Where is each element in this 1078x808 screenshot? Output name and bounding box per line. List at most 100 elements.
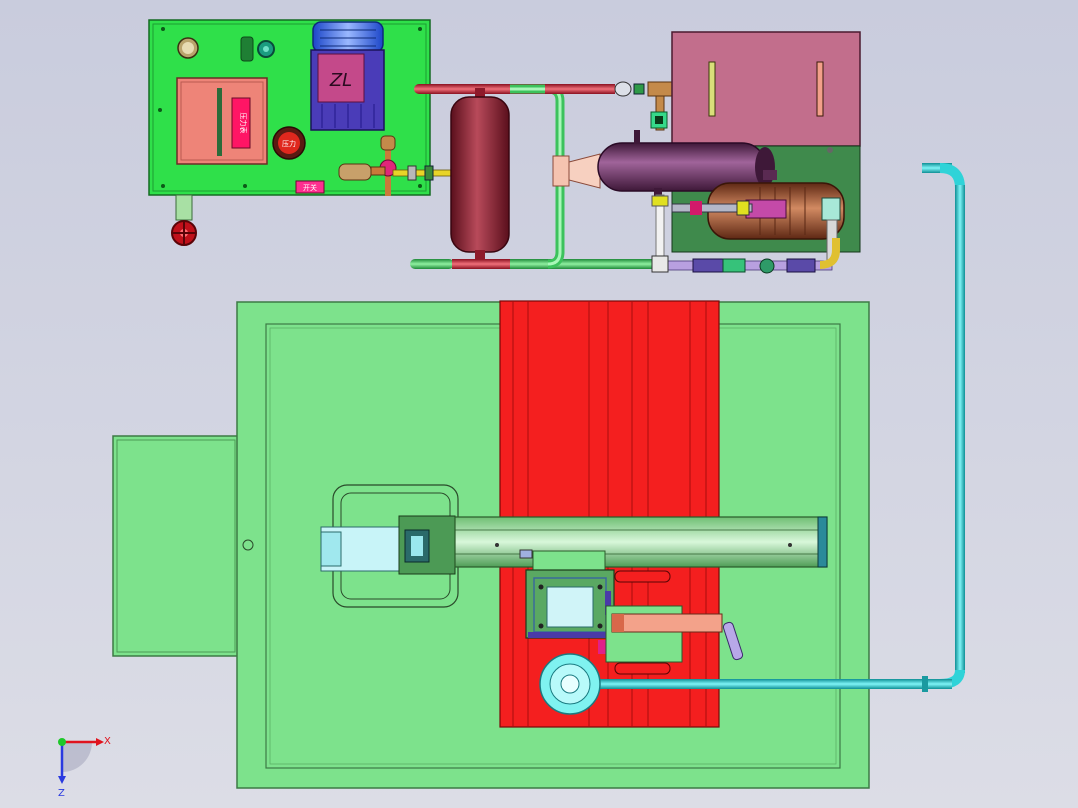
base-hole — [242, 539, 254, 551]
cooling-pipe[interactable] — [539, 163, 965, 715]
pipe-horizontal — [572, 679, 952, 689]
cooling-box-slot — [816, 61, 824, 117]
clamp-top-plate — [532, 550, 606, 572]
union-icon — [759, 258, 775, 274]
accumulator-port — [634, 130, 640, 144]
tank-bottom-pipe-red — [452, 259, 512, 269]
cooling-box-body — [671, 31, 861, 147]
meter-label: 压力表 — [239, 113, 248, 134]
drain-pipe — [175, 194, 193, 221]
panel-screw — [243, 184, 247, 188]
sensor-core — [655, 116, 663, 124]
reducer-cone — [568, 153, 601, 189]
pressure-dial-face — [278, 132, 300, 154]
rail-bolt — [495, 543, 499, 547]
return-line[interactable] — [651, 238, 840, 274]
panel-inner-border — [152, 23, 427, 192]
switch-tag — [295, 180, 325, 194]
rotary-joint-inner — [560, 674, 580, 694]
shaft-fitting — [736, 200, 750, 216]
pump-head — [821, 197, 841, 221]
pipe-elbow — [380, 135, 396, 151]
clamp-jaw — [605, 591, 611, 615]
accumulator-leg — [763, 170, 777, 180]
gauge-label: 压力 — [282, 139, 296, 148]
mold-plate[interactable] — [499, 300, 720, 728]
panel-screw — [161, 27, 165, 31]
ball-valve-icon[interactable] — [614, 81, 632, 97]
base-screw — [827, 147, 833, 153]
handle-bar[interactable] — [722, 621, 744, 661]
control-box-inner — [180, 81, 264, 161]
clamp-bolt — [597, 584, 603, 590]
hydraulic-unit[interactable]: 压力表 压力 ZL 开关 — [148, 19, 454, 196]
clamp-window — [546, 586, 594, 628]
triad-shadow — [62, 742, 92, 772]
panel-screw — [418, 184, 422, 188]
motor-terminal-box — [317, 53, 365, 103]
slot-bottom — [614, 662, 671, 675]
clamp-bolt — [538, 623, 544, 629]
cooling-box-slot — [708, 61, 716, 117]
linear-actuator[interactable] — [320, 484, 828, 608]
y-axis-dot — [58, 738, 66, 746]
accumulator-end-cap — [755, 147, 775, 187]
accumulator[interactable] — [597, 130, 777, 202]
level-indicator — [217, 88, 222, 156]
tank-inlet — [475, 88, 485, 102]
tank-bottom-pipe-green2 — [510, 259, 660, 269]
tee-box — [651, 255, 669, 273]
meter-display[interactable] — [231, 97, 251, 149]
fitting-brown — [647, 81, 673, 97]
clamp-bolt — [597, 623, 603, 629]
check-valve-green — [722, 258, 746, 273]
drain-valve[interactable] — [171, 194, 197, 246]
pressure-gauge-face — [182, 42, 194, 54]
filter-housing — [338, 163, 372, 181]
elbow-up — [819, 238, 840, 269]
slider-hub-core — [411, 536, 423, 556]
connector-fitting — [424, 165, 434, 181]
rail-end-cap — [817, 516, 828, 568]
side-table-inner — [116, 439, 236, 653]
reservoir-tank[interactable] — [410, 84, 660, 269]
clamp-assembly[interactable] — [525, 550, 744, 675]
pipe-inlet-stub — [922, 163, 952, 173]
shaft-fitting — [690, 201, 702, 215]
rail-stopper — [519, 549, 533, 559]
piston-rod — [611, 613, 723, 633]
clamp-pin — [598, 640, 606, 654]
panel-screw — [158, 108, 162, 112]
tank-outlet — [475, 250, 485, 262]
clamp-bolt — [538, 584, 544, 590]
pipe-elbow-top — [939, 163, 965, 189]
check-valve[interactable] — [692, 258, 724, 273]
pipe-vertical — [955, 185, 965, 673]
rail-end-block-stripe — [320, 531, 342, 567]
panel-screw — [161, 184, 165, 188]
shaft-line — [671, 203, 753, 213]
return-pipe-fitting — [651, 195, 669, 207]
motor-fan-cover — [312, 21, 384, 53]
pipe-nipple — [370, 166, 386, 176]
top-pipe-valves[interactable] — [614, 81, 673, 131]
knob-center — [263, 46, 269, 52]
linear-rail — [454, 516, 828, 568]
pipe-joint — [922, 676, 928, 692]
switch-plate — [240, 36, 254, 62]
z-axis-label: Z — [58, 788, 65, 799]
z-axis-arrow — [58, 776, 66, 784]
axis-triad: X Z — [58, 736, 111, 799]
connector-pipe — [392, 169, 454, 177]
motor-logo: ZL — [329, 70, 352, 91]
tank-bottom-pipe-green — [410, 259, 454, 269]
x-axis-arrow — [96, 738, 104, 746]
side-table — [112, 435, 240, 657]
connector-fitting — [407, 165, 417, 181]
tee-fitting — [552, 155, 570, 187]
flow-meter[interactable] — [786, 258, 816, 273]
clamp-jaw — [528, 632, 610, 638]
rail-bolt — [788, 543, 792, 547]
valve-stem — [633, 83, 645, 95]
